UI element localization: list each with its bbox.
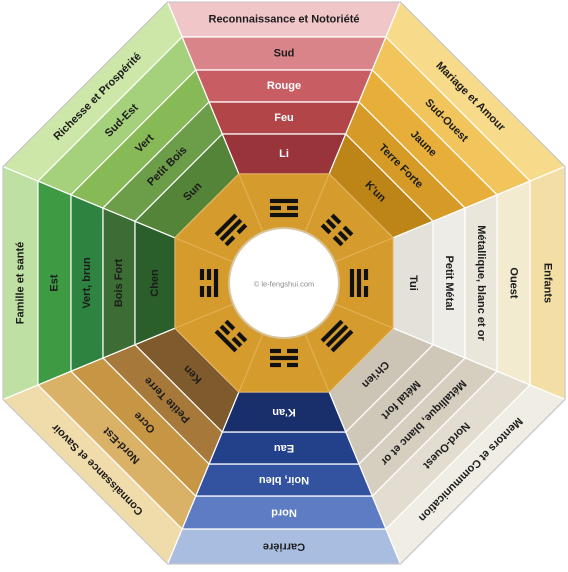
yang-line — [356, 269, 362, 297]
yin-line-left — [270, 205, 281, 211]
label-north-1: Nord — [271, 507, 297, 519]
label-south-1: Sud — [274, 48, 295, 60]
yang-line — [325, 324, 349, 348]
yang-line — [330, 329, 354, 353]
yang-line — [219, 218, 243, 242]
trigram-north — [270, 348, 298, 368]
credit-text: © le-fengshui.com — [254, 280, 315, 289]
yang-line — [214, 329, 238, 353]
yang-line — [270, 212, 298, 218]
yin-line-right — [224, 319, 236, 331]
yin-line-right — [236, 223, 248, 235]
center-disc: © le-fengshui.com — [228, 227, 340, 339]
label-east-2: Vert, brun — [81, 257, 93, 309]
label-east-3: Bois Fort — [113, 259, 125, 308]
yin-line-left — [363, 269, 369, 280]
label-east-0: Famille et santé — [15, 242, 27, 325]
label-west-1: Ouest — [508, 267, 520, 299]
label-east-4: Chen — [149, 269, 161, 297]
octagon-outline — [2, 1, 566, 565]
center-circle — [228, 227, 340, 339]
yin-line-right — [363, 286, 369, 297]
yin-line-left — [320, 223, 332, 235]
label-west-3: Petit Métal — [443, 255, 455, 310]
yin-line-right — [219, 324, 231, 336]
label-east-1: Est — [49, 274, 61, 291]
label-west-2: Métallique, blanc et or — [475, 225, 487, 341]
yang-line — [270, 355, 298, 361]
yin-line-right — [270, 362, 281, 368]
yang-line — [349, 269, 355, 297]
yin-line-left — [330, 213, 342, 225]
yin-line-right — [206, 269, 212, 280]
yin-line-left — [287, 362, 298, 368]
yin-line-left — [206, 286, 212, 297]
yin-line-right — [270, 348, 281, 354]
yin-line-left — [224, 235, 236, 247]
yang-line — [320, 319, 344, 343]
yin-line-left — [199, 286, 205, 297]
trigram-west — [349, 269, 369, 297]
label-north-2: Noir, bleu — [259, 474, 309, 486]
label-south-3: Feu — [274, 112, 294, 124]
yin-line-right — [342, 225, 354, 237]
label-south-2: Rouge — [267, 80, 301, 92]
yin-line-left — [236, 331, 248, 343]
yin-line-left — [325, 218, 337, 230]
label-north-4: K'an — [272, 406, 296, 418]
trigram-south — [270, 198, 298, 218]
label-west-4: Tui — [407, 275, 419, 291]
yin-line-right — [337, 230, 349, 242]
yin-line-right — [332, 235, 344, 247]
trigram-south-west — [320, 213, 354, 247]
label-south-4: Li — [279, 148, 289, 160]
yang-line — [213, 269, 219, 297]
trigram-north-east — [214, 319, 248, 353]
label-north-3: Eau — [274, 442, 294, 454]
yin-line-left — [287, 348, 298, 354]
label-north-0: Carrière — [263, 541, 305, 553]
label-west-0: Enfants — [542, 263, 554, 303]
yin-line-left — [231, 336, 243, 348]
yin-line-right — [199, 269, 205, 280]
bagua-rings — [2, 1, 566, 565]
yin-line-right — [287, 205, 298, 211]
trigram-north-west — [320, 319, 354, 353]
yang-line — [214, 213, 238, 237]
trigrams — [199, 198, 369, 368]
trigram-south-east — [214, 213, 248, 247]
label-south-0: Reconnaissance et Notoriété — [209, 14, 360, 26]
trigram-east — [199, 269, 219, 297]
yang-line — [270, 198, 298, 204]
